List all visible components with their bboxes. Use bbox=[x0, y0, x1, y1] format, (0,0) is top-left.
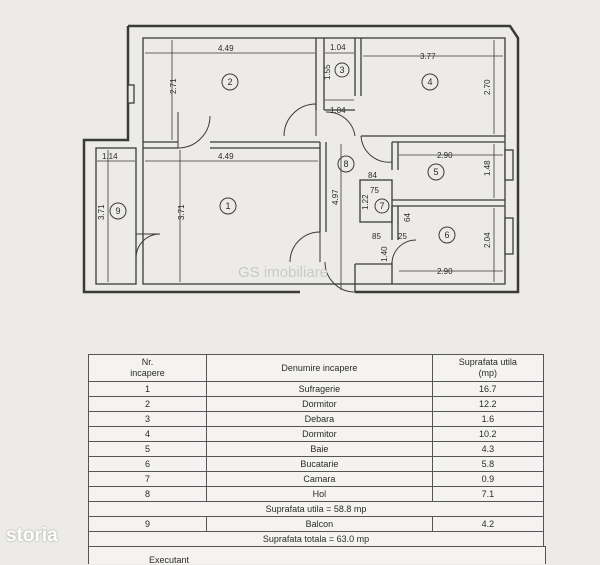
row-area: 12.2 bbox=[431, 396, 545, 412]
total-text: Suprafata totala = 63.0 mp bbox=[88, 531, 544, 547]
row-area: 10.2 bbox=[431, 426, 545, 442]
room-number-8: 8 bbox=[343, 159, 348, 169]
row-nr: 1 bbox=[87, 381, 208, 397]
room-number-1: 1 bbox=[225, 201, 230, 211]
rooms-table: Nr. incapere Denumire incapere Suprafata… bbox=[87, 354, 545, 547]
row-nr: 3 bbox=[87, 411, 208, 427]
door-room5 bbox=[360, 135, 393, 163]
door-room1 bbox=[289, 231, 321, 263]
header-name: Denumire incapere bbox=[206, 354, 433, 382]
row-area: 4.3 bbox=[431, 441, 545, 457]
entry-door bbox=[324, 261, 356, 293]
dim-r2-width: 4.49 bbox=[218, 44, 234, 53]
door-room4-arc bbox=[325, 111, 356, 137]
dim-hol-lower: 1.40 bbox=[380, 246, 389, 262]
dim-r5-height: 1.48 bbox=[483, 160, 492, 176]
row-name: Hol bbox=[206, 486, 433, 502]
room-number-9: 9 bbox=[115, 206, 120, 216]
row-area: 1.6 bbox=[431, 411, 545, 427]
dim-r9-height: 3.71 bbox=[97, 204, 106, 220]
dim-r3-top: 1.04 bbox=[330, 43, 346, 52]
dim-r1-width: 4.49 bbox=[218, 152, 234, 161]
dim-r3-height: 1.55 bbox=[323, 64, 332, 80]
row-name: Sufragerie bbox=[206, 381, 433, 397]
row-name: Camara bbox=[206, 471, 433, 487]
floor-plan-drawing: 4.49 2.71 4.49 3.71 1.14 3.71 1.04 1.55 … bbox=[82, 24, 520, 294]
dim-r5-width: 2.90 bbox=[437, 151, 453, 160]
row-name: Dormitor bbox=[206, 426, 433, 442]
total-row: Suprafata totala = 63.0 mp bbox=[88, 531, 544, 547]
row-nr: 2 bbox=[87, 396, 208, 412]
dim-r7-d: 64 bbox=[403, 213, 412, 222]
executant-box: Executant bbox=[88, 546, 546, 565]
row-name: Dormitor bbox=[206, 396, 433, 412]
row-name: Debara bbox=[206, 411, 433, 427]
dim-r4-width: 3.77 bbox=[420, 52, 436, 61]
table-header-row: Nr. incapere Denumire incapere Suprafata… bbox=[87, 354, 545, 382]
row-nr: 7 bbox=[87, 471, 208, 487]
row-nr: 5 bbox=[87, 441, 208, 457]
row-name: Baie bbox=[206, 441, 433, 457]
door-room3 bbox=[283, 103, 317, 137]
row-area: 7.1 bbox=[431, 486, 545, 502]
executant-label: Executant bbox=[149, 555, 190, 565]
row-name: Bucatarie bbox=[206, 456, 433, 472]
storia-logo: storia bbox=[6, 525, 58, 546]
row-area: 16.7 bbox=[431, 381, 545, 397]
dim-r4-height: 2.70 bbox=[483, 79, 492, 95]
row-nr: 9 bbox=[87, 516, 208, 532]
header-nr: Nr. incapere bbox=[87, 354, 208, 382]
row-area: 5.8 bbox=[431, 456, 545, 472]
row-area: 0.9 bbox=[431, 471, 545, 487]
door-balcony bbox=[135, 233, 161, 259]
header-area: Suprafata utila (mp) bbox=[431, 354, 545, 382]
dim-r7-b: 84 bbox=[368, 171, 377, 180]
row-nr: 6 bbox=[87, 456, 208, 472]
dim-r9-width: 1.14 bbox=[102, 152, 118, 161]
dim-r6-width: 2.90 bbox=[437, 267, 453, 276]
door-room2 bbox=[177, 112, 211, 149]
row-name: Balcon bbox=[206, 516, 433, 532]
room-number-5: 5 bbox=[433, 167, 438, 177]
door-kitchen bbox=[391, 239, 417, 263]
room-number-4: 4 bbox=[427, 77, 432, 87]
room-number-2: 2 bbox=[227, 77, 232, 87]
row-nr: 4 bbox=[87, 426, 208, 442]
room-number-7: 7 bbox=[379, 201, 384, 211]
watermark: GS imobiliare bbox=[238, 264, 329, 281]
balcony-walls bbox=[95, 147, 137, 285]
outer-wall-right bbox=[128, 24, 520, 294]
dim-r1-height: 3.71 bbox=[177, 204, 186, 220]
row-nr: 8 bbox=[87, 486, 208, 502]
room-number-3: 3 bbox=[339, 65, 344, 75]
dim-r3-bottom: 1.04 bbox=[330, 106, 346, 115]
subtotal-text: Suprafata utila = 58.8 mp bbox=[88, 501, 544, 517]
row-area: 4.2 bbox=[431, 516, 545, 532]
dim-r7-a: 75 bbox=[370, 186, 379, 195]
dim-r7-f: 25 bbox=[398, 232, 407, 241]
subtotal-row: Suprafata utila = 58.8 mp bbox=[88, 501, 544, 517]
dim-r6-height: 2.04 bbox=[483, 232, 492, 248]
dim-hol-height: 4.97 bbox=[331, 189, 340, 205]
dim-r7-c: 1.22 bbox=[361, 194, 370, 210]
room-number-6: 6 bbox=[444, 230, 449, 240]
dim-r7-e: 85 bbox=[372, 232, 381, 241]
dim-r2-height: 2.71 bbox=[169, 78, 178, 94]
